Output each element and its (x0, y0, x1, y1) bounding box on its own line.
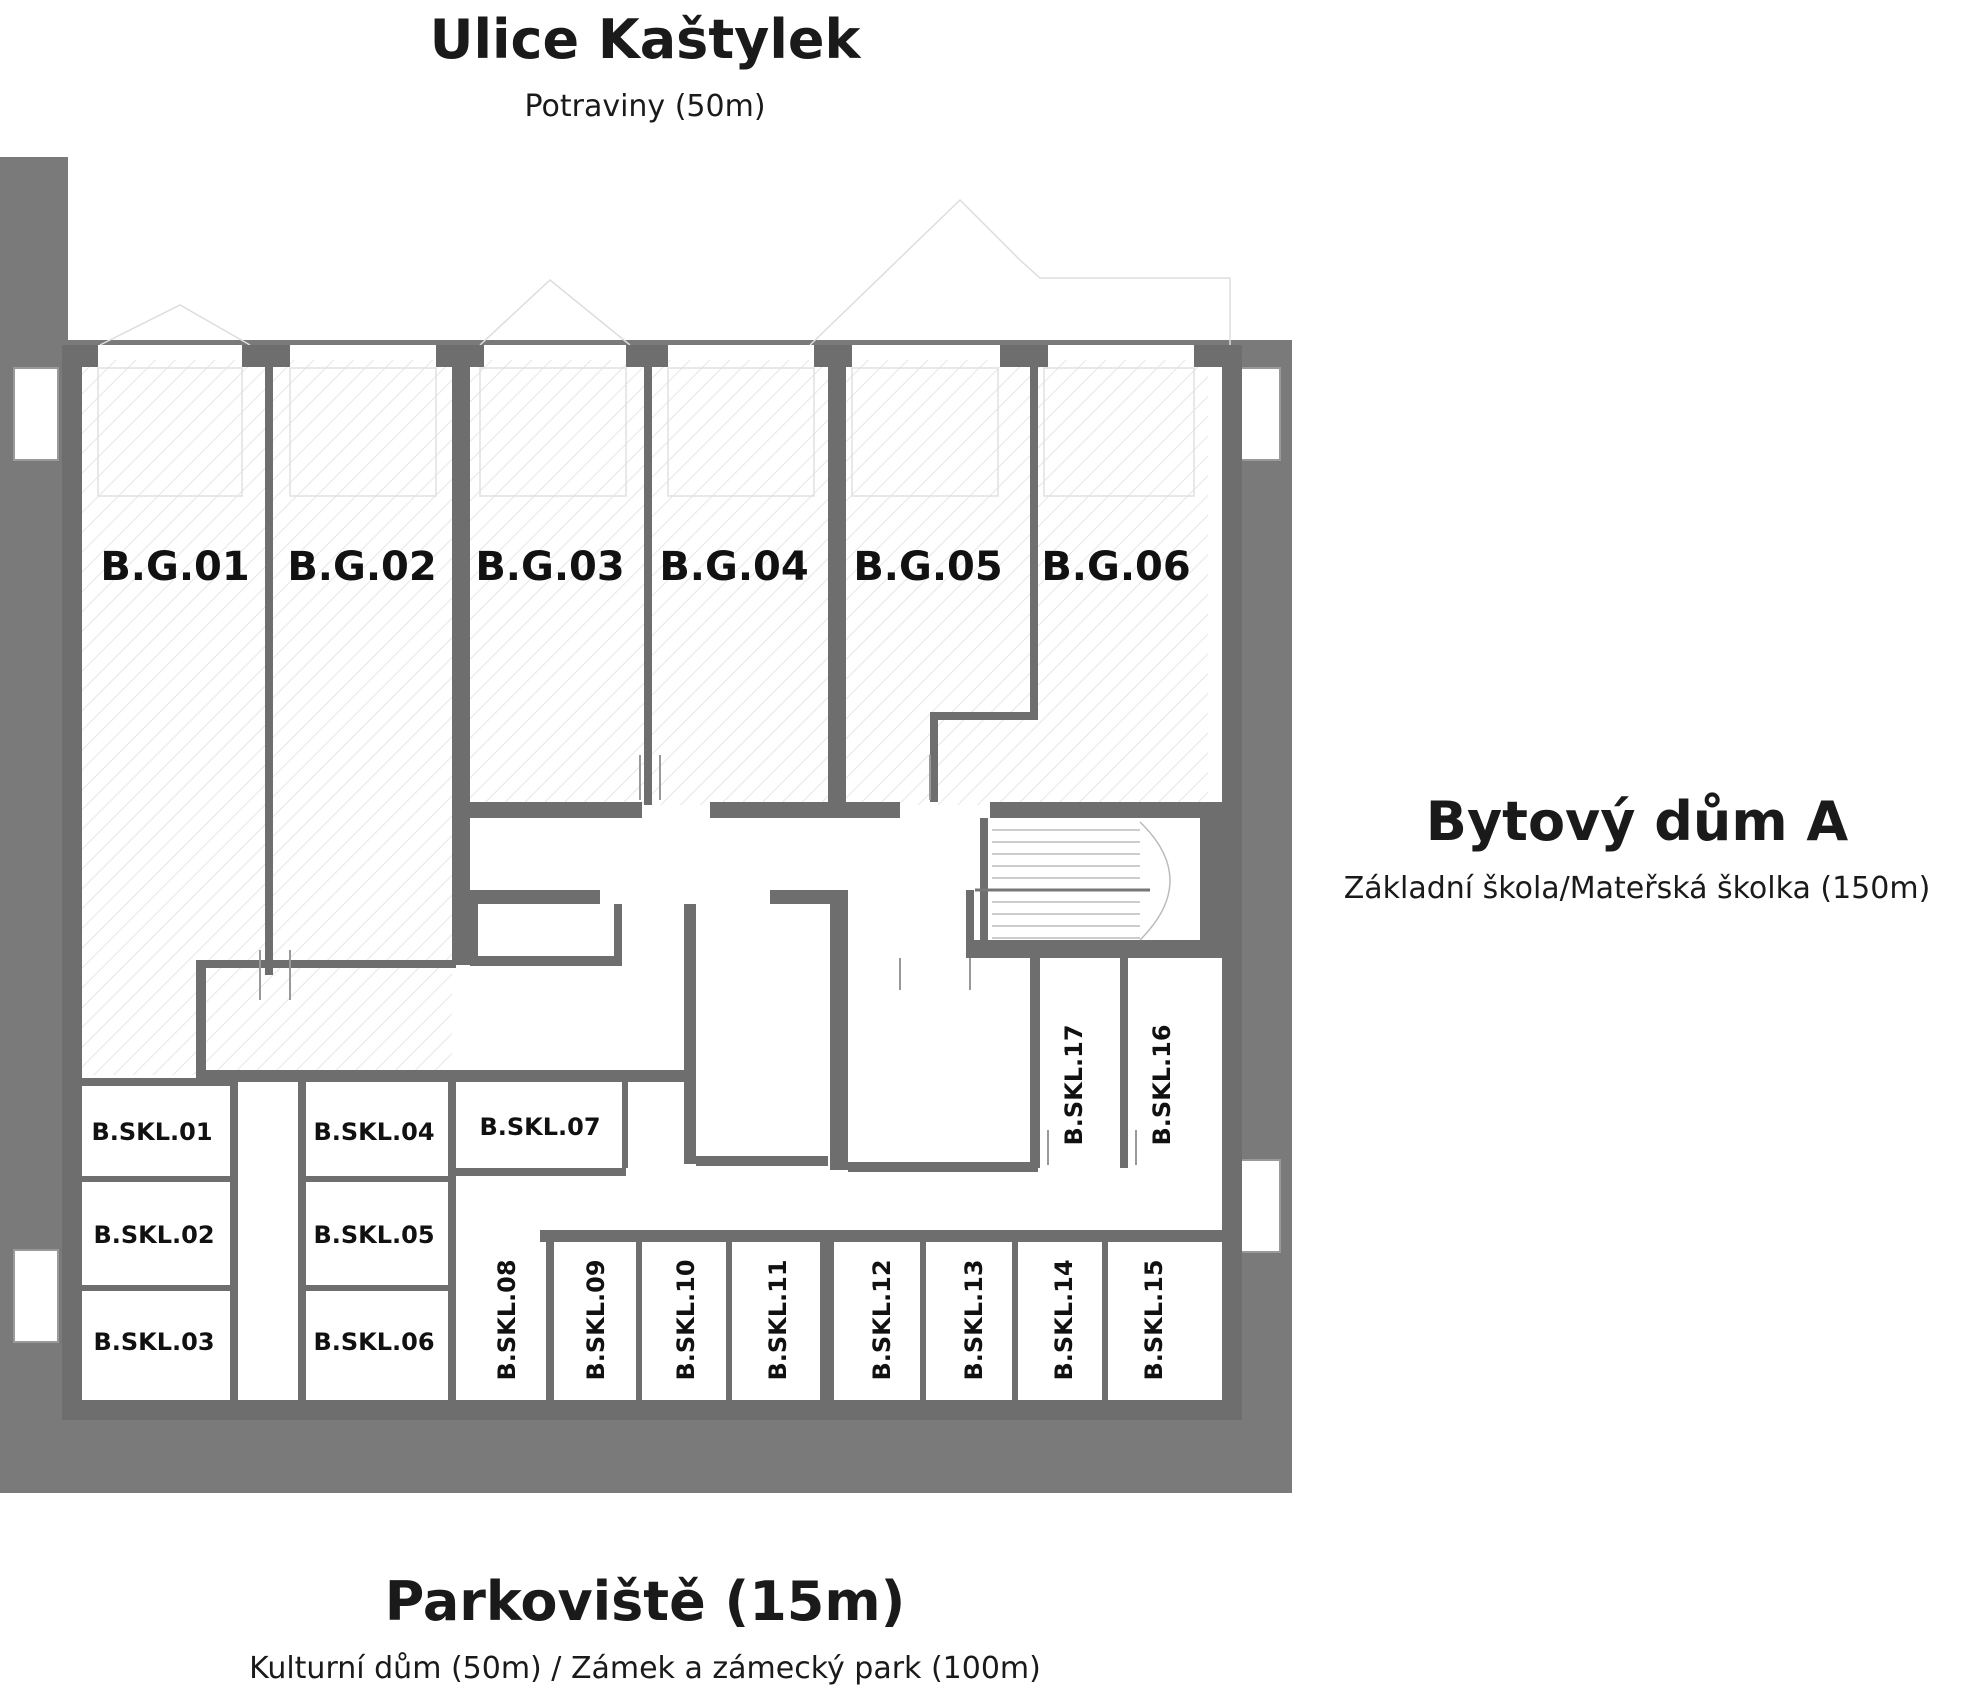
garage-label: B.G.05 (853, 544, 1002, 590)
storage-label: B.SKL.15 (1140, 1259, 1168, 1380)
roof-outline (99, 198, 1231, 346)
storage-label: B.SKL.16 (1148, 1024, 1176, 1145)
storage-label: B.SKL.03 (93, 1328, 214, 1356)
garage-label: B.G.06 (1041, 544, 1190, 590)
storage-label: B.SKL.11 (764, 1259, 792, 1380)
staircase (975, 821, 1171, 941)
parking-subtitle: Kulturní dům (50m) / Zámek a zámecký par… (249, 1651, 1041, 1686)
storage-label: B.SKL.08 (493, 1259, 521, 1380)
storage-label: B.SKL.13 (960, 1259, 988, 1380)
storage-label: B.SKL.04 (313, 1118, 434, 1146)
storage-labels-horizontal: B.SKL.01 B.SKL.02 B.SKL.03 B.SKL.04 B.SK… (91, 1113, 600, 1356)
street-title: Ulice Kaštylek (429, 8, 861, 71)
storage-label: B.SKL.12 (868, 1259, 896, 1380)
garage-label: B.G.03 (475, 544, 624, 590)
street-subtitle: Potraviny (50m) (524, 89, 766, 124)
storage-label: B.SKL.10 (672, 1259, 700, 1380)
door-marks (259, 755, 1137, 1165)
storage-label: B.SKL.06 (313, 1328, 434, 1356)
storage-label: B.SKL.02 (93, 1221, 214, 1249)
storage-label: B.SKL.14 (1050, 1259, 1078, 1380)
interior-walls (82, 365, 1222, 1400)
storage-label: B.SKL.09 (582, 1259, 610, 1380)
garage-labels: B.G.01 B.G.02 B.G.03 B.G.04 B.G.05 B.G.0… (100, 544, 1190, 590)
storage-labels-vertical: B.SKL.08 B.SKL.09 B.SKL.10 B.SKL.11 B.SK… (493, 1024, 1176, 1380)
garage-label: B.G.02 (287, 544, 436, 590)
garage-label: B.G.01 (100, 544, 249, 590)
storage-label: B.SKL.07 (479, 1113, 600, 1141)
storage-label: B.SKL.05 (313, 1221, 434, 1249)
surrounding-mass (0, 157, 1292, 1493)
storage-label: B.SKL.01 (91, 1118, 212, 1146)
parking-title: Parkoviště (15m) (384, 1570, 906, 1633)
exterior-walls (62, 345, 1242, 1420)
south-parking-label: Parkoviště (15m) Kulturní dům (50m) / Zá… (140, 1570, 1150, 1686)
north-street-label: Ulice Kaštylek Potraviny (50m) (330, 8, 960, 124)
east-building-label: Bytový dům A Základní škola/Mateřská ško… (1310, 790, 1964, 906)
building-subtitle: Základní škola/Mateřská školka (150m) (1343, 871, 1931, 906)
garage-label: B.G.04 (659, 544, 808, 590)
storage-label: B.SKL.17 (1060, 1024, 1088, 1145)
building-title: Bytový dům A (1425, 790, 1849, 853)
